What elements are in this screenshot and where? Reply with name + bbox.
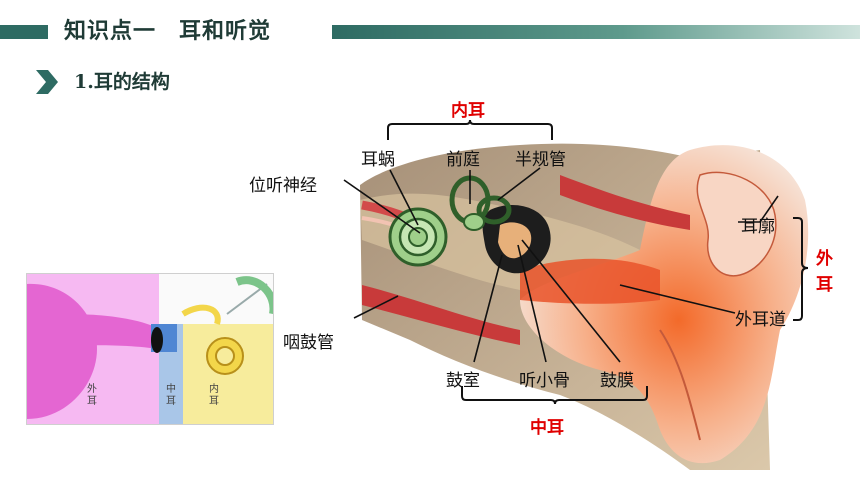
label-eustachian-tube: 咽鼓管 bbox=[283, 333, 334, 353]
label-middle-ear: 中耳 bbox=[530, 418, 564, 438]
schematic-label-outer: 外耳 bbox=[87, 384, 97, 407]
label-outer-ear-line1: 外 bbox=[816, 249, 833, 269]
schematic-label-inner: 内耳 bbox=[209, 384, 219, 407]
label-eardrum: 鼓膜 bbox=[600, 371, 634, 391]
label-pinna: 耳廓 bbox=[741, 217, 775, 237]
small-ear-schematic: 外耳 中耳 内耳 bbox=[26, 273, 274, 425]
label-ear-canal: 外耳道 bbox=[735, 310, 786, 330]
section-title: 1.耳的结构 bbox=[74, 71, 170, 93]
label-semicircular-canals: 半规管 bbox=[515, 150, 566, 170]
schematic-drawing bbox=[27, 274, 273, 424]
header-bar-right bbox=[332, 25, 860, 39]
schematic-label-middle: 中耳 bbox=[166, 384, 176, 407]
page-header: 知识点一 耳和听觉 bbox=[0, 16, 860, 48]
label-inner-ear: 内耳 bbox=[451, 101, 485, 121]
label-tympanic-cavity: 鼓室 bbox=[446, 371, 480, 391]
muscle-bands bbox=[362, 175, 690, 345]
cochlea-illustration bbox=[388, 207, 448, 267]
label-ossicles: 听小骨 bbox=[519, 371, 570, 391]
label-cochlea: 耳蜗 bbox=[361, 150, 395, 170]
outer-ear bbox=[520, 145, 809, 464]
vestibule-canals-illustration bbox=[449, 175, 512, 231]
page-title: 知识点一 耳和听觉 bbox=[54, 16, 282, 48]
section-arrow-icon bbox=[36, 70, 58, 94]
header-bar-left bbox=[0, 25, 48, 39]
leader-lines bbox=[343, 167, 779, 363]
label-vestibule: 前庭 bbox=[446, 150, 480, 170]
label-auditory-nerve: 位听神经 bbox=[249, 176, 317, 196]
label-outer-ear-line2: 耳 bbox=[816, 275, 833, 295]
label-braces bbox=[387, 119, 809, 405]
